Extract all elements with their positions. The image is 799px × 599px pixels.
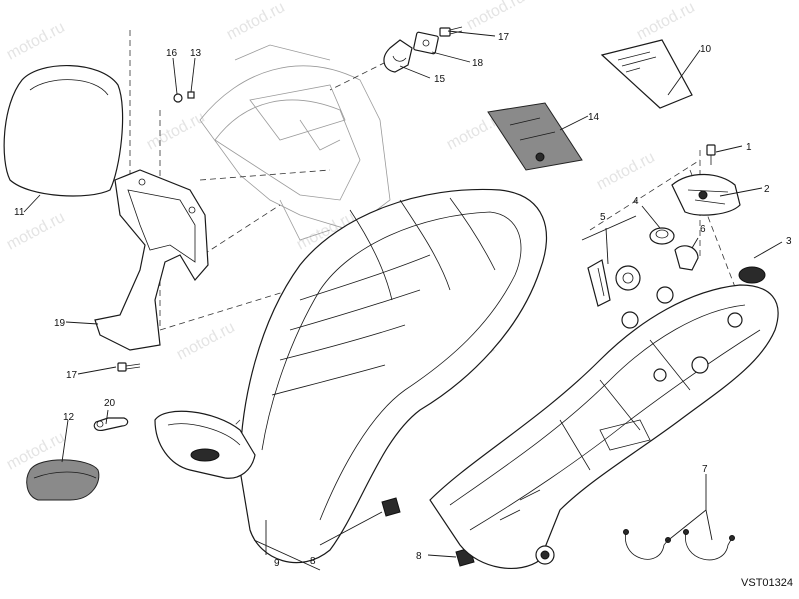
watermark: motod.ru [594, 149, 658, 194]
clip [93, 417, 129, 431]
hook-bracket [383, 26, 463, 73]
rubber-pad-a [381, 497, 401, 517]
seat-latch [671, 144, 741, 216]
callout-6: 6 [700, 224, 706, 235]
callout-17b: 17 [66, 370, 78, 381]
callout-16: 16 [166, 48, 178, 59]
watermark: motod.ru [634, 0, 698, 44]
callout-8b: 8 [416, 551, 422, 562]
grab-pad [26, 459, 100, 501]
rear-frame [199, 44, 391, 241]
callout-3: 3 [786, 236, 792, 247]
callout-19: 19 [54, 318, 66, 329]
callout-13: 13 [190, 48, 202, 59]
owners-manual [600, 39, 693, 109]
backrest-pad [3, 64, 124, 197]
callout-9: 9 [274, 558, 280, 569]
leader-lines [23, 30, 783, 571]
cable-a [623, 529, 671, 560]
cable-b [683, 529, 735, 561]
callout-8a: 8 [310, 556, 316, 567]
callout-12: 12 [63, 412, 75, 423]
callout-15: 15 [434, 74, 446, 85]
callout-7: 7 [702, 464, 708, 475]
callout-14: 14 [588, 112, 600, 123]
watermark: motod.ru [4, 19, 68, 64]
seat-pan [429, 284, 779, 569]
callout-1: 1 [746, 142, 752, 153]
callout-11: 11 [14, 207, 25, 218]
tool-kit [487, 102, 583, 171]
watermark: motod.ru [144, 109, 208, 154]
callout-5: 5 [600, 212, 606, 223]
backrest-bracket [94, 169, 209, 351]
watermark: motod.ru [224, 0, 288, 44]
watermark: motod.ru [464, 0, 528, 34]
screw-left [117, 362, 141, 372]
callout-2: 2 [764, 184, 770, 195]
callout-10: 10 [700, 44, 712, 55]
seat [154, 188, 548, 564]
lock-parts [587, 227, 766, 307]
assembly-guide-lines [129, 30, 741, 451]
callout-4: 4 [633, 196, 639, 207]
watermark: motod.ru [174, 319, 238, 364]
callout-numbers: 1 2 3 4 5 6 7 8 8 9 10 11 12 13 14 15 16… [14, 32, 792, 569]
callout-20: 20 [104, 398, 116, 409]
callout-17a: 17 [498, 32, 510, 43]
diagram-reference-code: VST01324 [741, 577, 793, 589]
callout-18: 18 [472, 58, 484, 69]
